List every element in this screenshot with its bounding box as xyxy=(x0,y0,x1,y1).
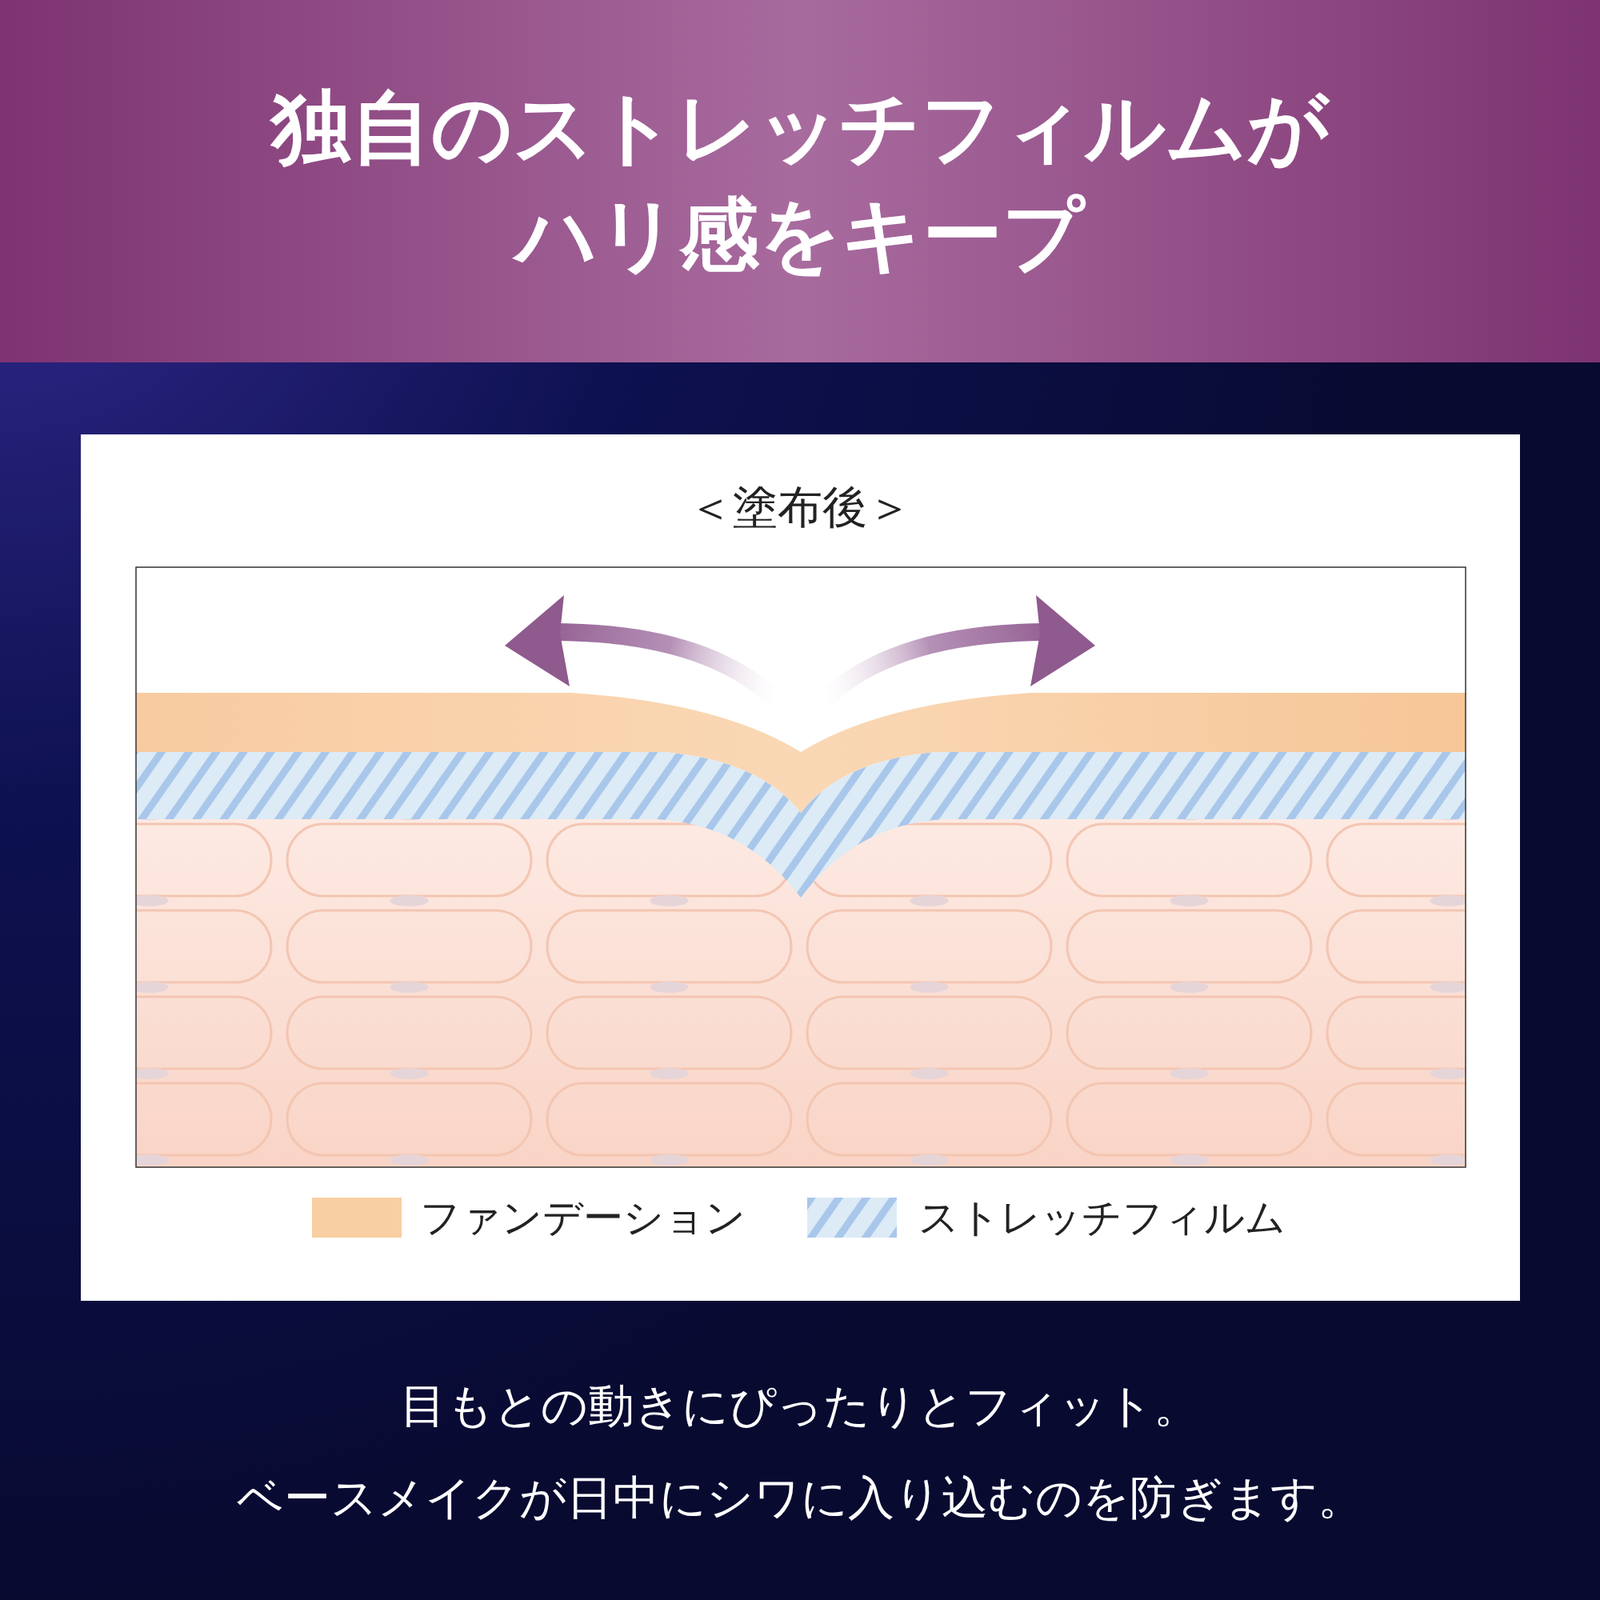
skin-cell xyxy=(136,910,272,983)
skin-cell xyxy=(1067,996,1312,1069)
skin-cell xyxy=(1067,824,1312,896)
legend-swatch xyxy=(807,1197,897,1238)
cell-nucleus xyxy=(390,1154,429,1166)
legend-text: ストレッチフィルム xyxy=(918,1192,1286,1244)
skin-cell xyxy=(136,996,272,1069)
skin-cell xyxy=(547,910,792,983)
skin-cell xyxy=(1327,910,1466,983)
cell-nucleus xyxy=(1430,1068,1467,1080)
cell-nucleus xyxy=(136,895,169,907)
skin-cell xyxy=(1327,824,1466,896)
skin-cell xyxy=(287,996,532,1069)
cell-nucleus xyxy=(1170,895,1209,907)
skin-cell xyxy=(136,824,272,896)
skin-cell xyxy=(287,910,532,983)
cell-nucleus xyxy=(650,895,689,907)
cell-nucleus xyxy=(136,1154,169,1166)
cell-nucleus xyxy=(910,895,949,907)
skin-cell xyxy=(807,910,1052,983)
skin-cell xyxy=(1067,1083,1312,1156)
skin-cell xyxy=(547,996,792,1069)
cell-nucleus xyxy=(910,1154,949,1166)
skin-cell xyxy=(287,824,532,896)
cell-nucleus xyxy=(650,1068,689,1080)
cell-nucleus xyxy=(650,981,689,993)
cell-nucleus xyxy=(136,1068,169,1080)
skin-cell xyxy=(807,1083,1052,1156)
skin-cell xyxy=(1327,996,1466,1069)
cell-nucleus xyxy=(650,1154,689,1166)
cell-nucleus xyxy=(1170,1068,1209,1080)
cell-nucleus xyxy=(390,1068,429,1080)
skin-cell xyxy=(287,1083,532,1156)
cell-nucleus xyxy=(390,895,429,907)
cell-nucleus xyxy=(1430,895,1467,907)
skin-cell xyxy=(136,1083,272,1156)
caption: 目もとの動きにぴったりとフィット。 ベースメイクが日中にシワに入り込むのを防ぎま… xyxy=(120,1360,1480,1544)
skin-cell xyxy=(547,1083,792,1156)
skin-cell xyxy=(807,996,1052,1069)
cell-nucleus xyxy=(1430,1154,1467,1166)
legend-text: ファンデーション xyxy=(420,1192,746,1244)
cell-nucleus xyxy=(390,981,429,993)
cell-nucleus xyxy=(136,981,169,993)
panel-label: ＜塗布後＞ xyxy=(400,478,1200,536)
skin-cell xyxy=(1327,1083,1466,1156)
legend-swatch xyxy=(312,1197,402,1238)
cell-nucleus xyxy=(910,1068,949,1080)
skin-cell xyxy=(1067,910,1312,983)
cell-nucleus xyxy=(1430,981,1467,993)
title: 独自のストレッチフィルムが ハリ感をキープ xyxy=(160,73,1440,288)
cell-nucleus xyxy=(1170,1154,1209,1166)
cell-nucleus xyxy=(910,981,949,993)
cell-nucleus xyxy=(1170,981,1209,993)
